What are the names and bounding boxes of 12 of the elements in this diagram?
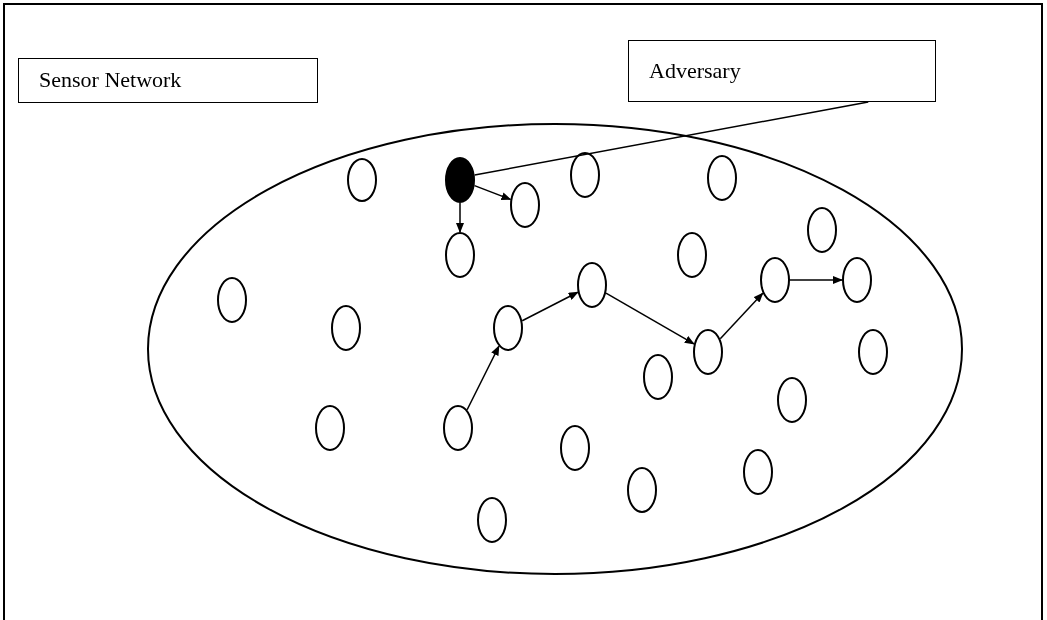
box-label: Adversary — [649, 57, 741, 85]
arrow — [456, 202, 464, 233]
arrow — [521, 291, 579, 322]
arrow — [789, 276, 843, 284]
box-label: Sensor Network — [39, 66, 182, 94]
arrow — [605, 292, 695, 345]
label-box — [628, 40, 936, 102]
connector-line — [473, 101, 869, 176]
label-box — [18, 57, 318, 103]
arrow — [473, 184, 512, 201]
arrow — [466, 345, 500, 411]
arrow — [719, 292, 764, 340]
